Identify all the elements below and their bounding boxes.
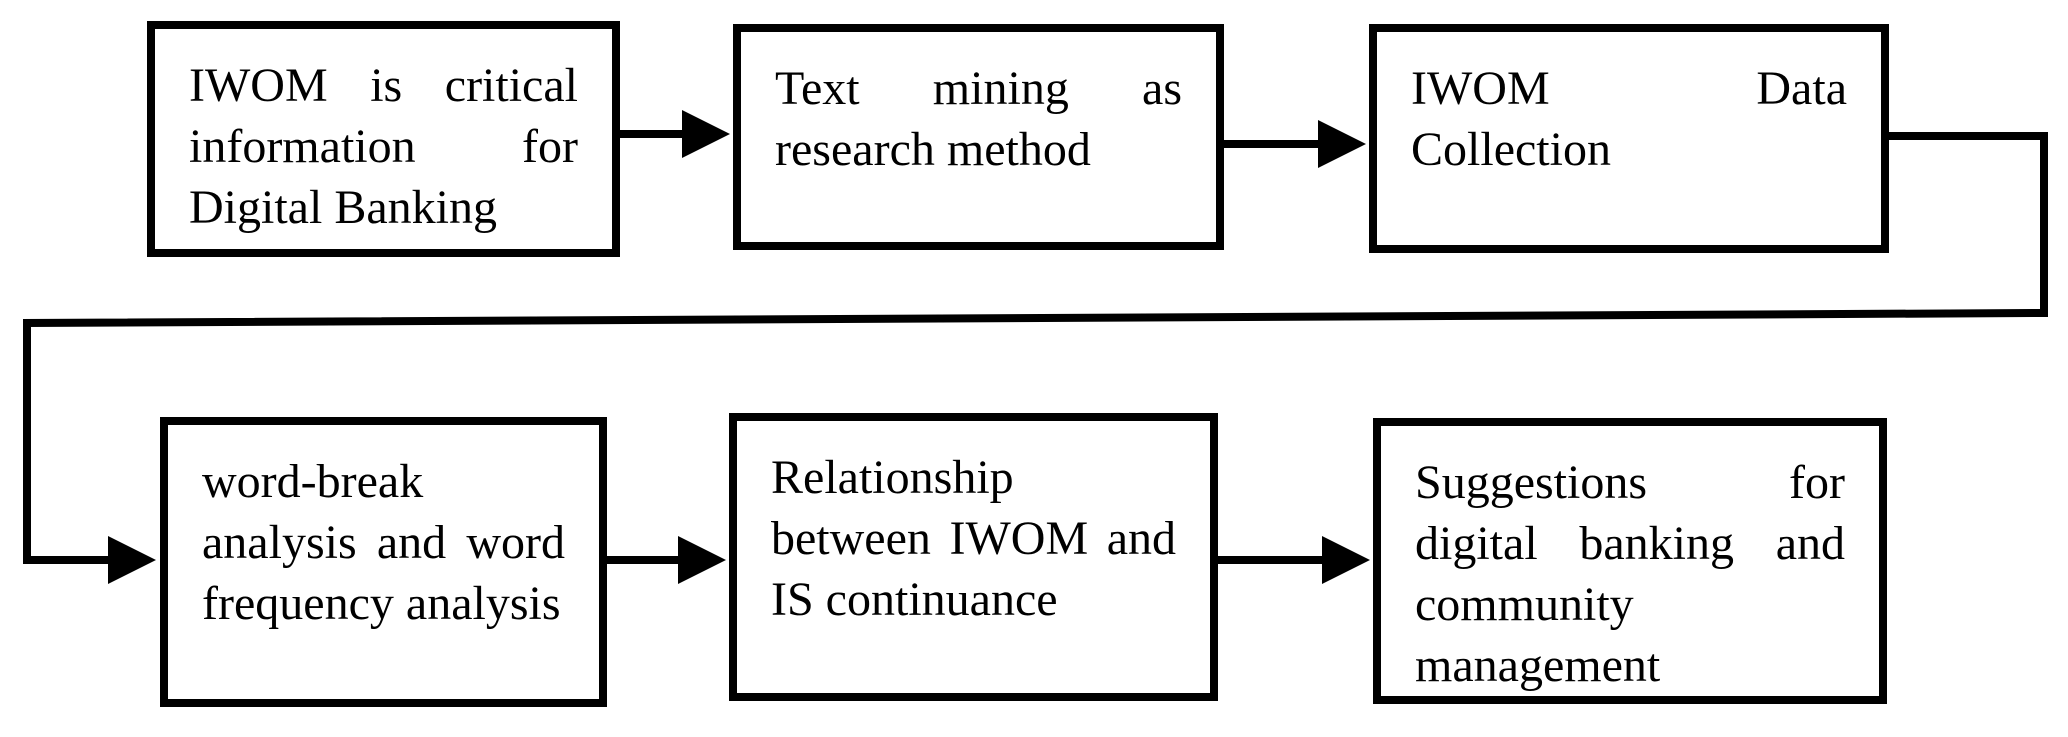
flow-step-label: IWOM Data Collection: [1411, 62, 1847, 176]
flow-step-label: Suggestions for digital banking and comm…: [1415, 456, 1845, 692]
arrow-step3-to-step4: [23, 132, 2048, 584]
flow-step-box: Suggestions for digital banking and comm…: [1373, 418, 1887, 704]
flow-step-label: word-break analysis and word frequency a…: [202, 455, 565, 630]
flow-step-label: Text mining as research method: [775, 62, 1182, 176]
flow-step-box: IWOM Data Collection: [1369, 24, 1889, 253]
flow-step-box: word-break analysis and word frequency a…: [160, 417, 607, 707]
flow-step-label: Relationship between IWOM and IS continu…: [771, 451, 1176, 626]
flow-step-box: Text mining as research method: [733, 24, 1224, 250]
flow-step-box: IWOM is critical information for Digital…: [147, 21, 620, 257]
flow-step-label: IWOM is critical information for Digital…: [189, 59, 578, 234]
flow-step-box: Relationship between IWOM and IS continu…: [729, 413, 1218, 701]
